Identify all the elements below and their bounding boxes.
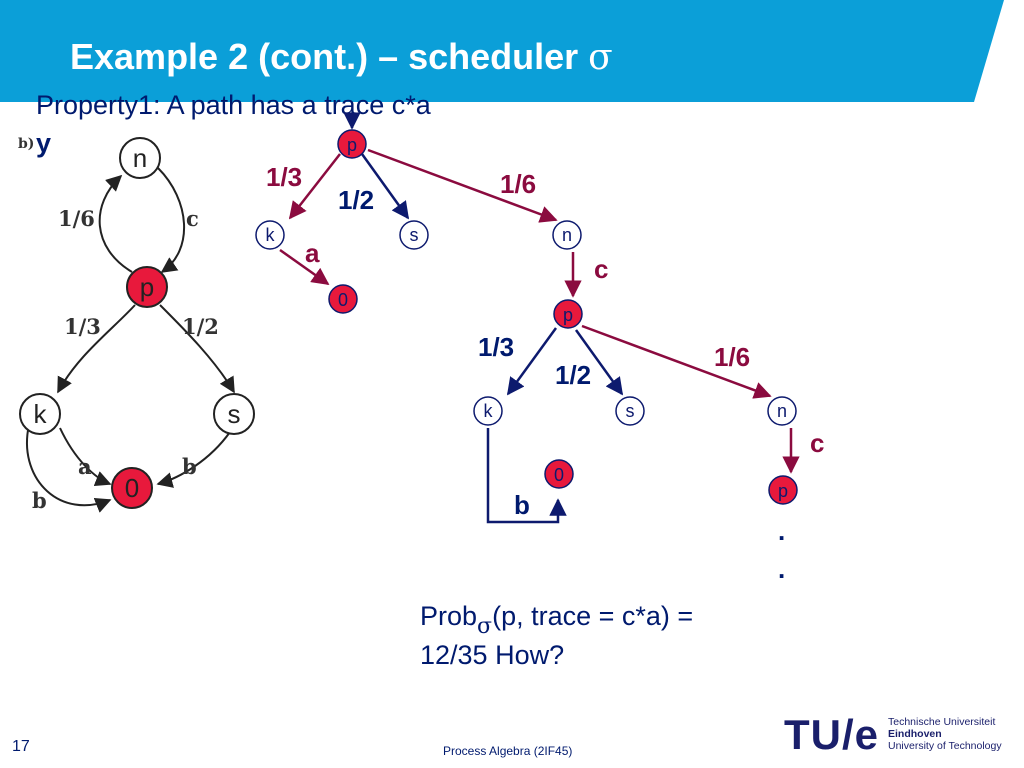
tree-node-p2-label: p [563, 305, 573, 325]
label-b-k: b [32, 488, 47, 513]
tree-node-s2-label: s [626, 401, 635, 421]
computation-tree: 1/3 1/2 1/6 a c 1/3 1/2 1/6 b c p k s n … [255, 112, 824, 584]
edge-s-b-to-0 [156, 431, 231, 488]
tree-node-p2 [553, 299, 583, 329]
logo-line-2: Eindhoven [888, 728, 942, 740]
edge-n-to-p [157, 167, 185, 273]
tue-logo-mark: TU/e [784, 711, 880, 758]
prob-word: Prob [420, 601, 478, 631]
label-p1-k1: 1/3 [266, 162, 302, 192]
tree-node-z1-label: 0 [338, 290, 348, 310]
course-name: Process Algebra (2IF45) [443, 744, 573, 758]
prob-expression: (p, trace = c*a) = [492, 601, 694, 631]
prob-subscript: σ [477, 614, 493, 639]
label-c: c [186, 206, 199, 231]
edge-p1-k1 [288, 153, 341, 220]
left-graph: b) 1/6 c 1/3 1/2 a b b n p k s 0 [18, 136, 255, 513]
stray-text: y [36, 128, 52, 158]
edge-p-to-k [57, 304, 136, 394]
tree-node-n1-label: n [562, 225, 572, 245]
edge-p2-n2 [581, 324, 772, 399]
edge-k1-z1 [279, 248, 330, 286]
label-a: a [78, 454, 92, 479]
edge-p-to-n [98, 174, 133, 273]
property-text: Property1: A path has a trace c*a [36, 90, 431, 120]
label-k2-b: b [514, 490, 530, 520]
probability-line-2: 12/35 How? [420, 640, 565, 670]
node-n-left [119, 137, 161, 179]
tree-node-p1 [337, 129, 367, 159]
tree-node-p3-label: p [778, 481, 788, 501]
label-p1-s1: 1/2 [338, 185, 374, 215]
tree-node-p1-label: p [347, 135, 357, 155]
tree-node-k1 [255, 220, 285, 250]
tree-node-s1-label: s [410, 225, 419, 245]
node-n-left-label: n [133, 143, 147, 173]
label-k1-a: a [305, 238, 320, 268]
edge-p2-k2 [506, 327, 558, 396]
node-s-left [213, 393, 255, 435]
edge-k-b-loop [25, 429, 112, 513]
label-1-2: 1/2 [182, 314, 219, 339]
probability-result: Probσ(p, trace = c*a) = 12/35 How? [420, 598, 693, 673]
tue-logo-text: Technische Universiteit Eindhoven Univer… [888, 716, 1002, 752]
label-p1-n1: 1/6 [500, 169, 536, 199]
edge-p-to-s [159, 304, 235, 394]
edge-p1-n1 [367, 148, 558, 223]
node-0-left [111, 467, 153, 509]
slide-title: Example 2 (cont.) – scheduler σ [70, 36, 613, 78]
page-number: 17 [12, 738, 30, 755]
tree-node-z2-label: 0 [554, 465, 564, 485]
sigma-symbol: σ [588, 37, 613, 78]
label-b-s: b [182, 454, 197, 479]
edge-p1-s1 [360, 153, 410, 220]
node-k-left-label: k [34, 399, 48, 429]
tree-node-k2 [473, 396, 503, 426]
node-s-left-label: s [228, 399, 241, 429]
label-p2-n2: 1/6 [714, 342, 750, 372]
tree-node-p3 [768, 475, 798, 505]
label-p2-s2: 1/2 [555, 360, 591, 390]
tree-node-n2 [767, 396, 797, 426]
edge-k2-b-z2 [486, 428, 567, 524]
tue-logo: TU/e Technische Universiteit Eindhoven U… [784, 710, 1020, 760]
logo-line-3: University of Technology [888, 740, 1002, 752]
node-0-left-label: 0 [125, 473, 139, 503]
continuation-dot-2: . [778, 554, 785, 584]
panel-label: b) [18, 136, 34, 152]
tree-node-n2-label: n [777, 401, 787, 421]
node-p-left [126, 266, 168, 308]
label-n1-c: c [594, 254, 608, 284]
tree-node-k1-label: k [266, 225, 276, 245]
tree-node-k2-label: k [484, 401, 494, 421]
node-k-left [19, 393, 61, 435]
label-p2-k2: 1/3 [478, 332, 514, 362]
tree-node-s1 [399, 220, 429, 250]
label-n2-c: c [810, 428, 824, 458]
tree-node-n1 [552, 220, 582, 250]
node-p-left-label: p [140, 272, 154, 302]
logo-line-1: Technische Universiteit [888, 716, 996, 728]
label-1-6: 1/6 [58, 206, 95, 231]
edge-p2-s2 [574, 329, 624, 396]
tree-node-s2 [615, 396, 645, 426]
label-1-3: 1/3 [64, 314, 101, 339]
tree-node-z1 [328, 284, 358, 314]
title-band [0, 0, 1004, 102]
edge-k-a-to-0 [59, 427, 112, 487]
continuation-dot-1: . [778, 516, 785, 546]
tree-node-z2 [544, 459, 574, 489]
probability-line-1: Probσ(p, trace = c*a) = [420, 598, 694, 639]
